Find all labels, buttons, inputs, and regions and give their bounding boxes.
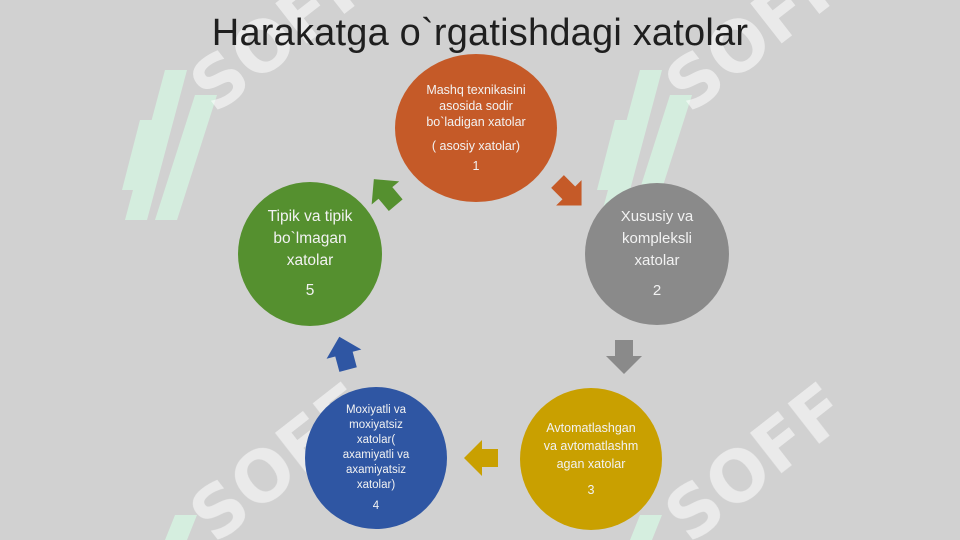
node-4-label: Moxiyatli va moxiyatsiz xatolar( axamiya… bbox=[342, 403, 410, 491]
node-5-number: 5 bbox=[305, 282, 315, 299]
node-2: Xususiy va kompleksli xatolar 2 bbox=[585, 183, 729, 325]
node-2-number: 2 bbox=[652, 282, 662, 299]
page-title: Harakatga o`rgatishdagi xatolar bbox=[211, 12, 749, 54]
node-1: Mashq texnikasini asosida sodir bo`ladig… bbox=[395, 54, 557, 202]
arrow-4-to-5 bbox=[326, 336, 362, 372]
arrow-2-to-3 bbox=[606, 340, 642, 374]
node-5-label: Tipik va tipik bo`lmagan xatolar bbox=[267, 208, 353, 269]
node-3-label: Avtomatlashgan va avtomatlashmagan xatol… bbox=[543, 421, 639, 471]
node-3: Avtomatlashgan va avtomatlashmagan xatol… bbox=[520, 388, 662, 530]
node-5: Tipik va tipik bo`lmagan xatolar 5 bbox=[238, 182, 382, 326]
arrow-3-to-4 bbox=[464, 440, 498, 476]
node-3-number: 3 bbox=[587, 483, 595, 497]
node-4-number: 4 bbox=[372, 499, 380, 512]
arrow-1-to-2 bbox=[551, 175, 582, 206]
node-2-label: Xususiy va kompleksli xatolar bbox=[620, 208, 694, 269]
node-4: Moxiyatli va moxiyatsiz xatolar( axamiya… bbox=[305, 387, 447, 529]
node-1-number: 1 bbox=[472, 159, 480, 173]
arrow-5-to-1 bbox=[371, 179, 403, 211]
node-1-sublabel: ( asosiy xatolar) bbox=[431, 139, 521, 153]
node-1-label: Mashq texnikasini asosida sodir bo`ladig… bbox=[426, 83, 526, 129]
